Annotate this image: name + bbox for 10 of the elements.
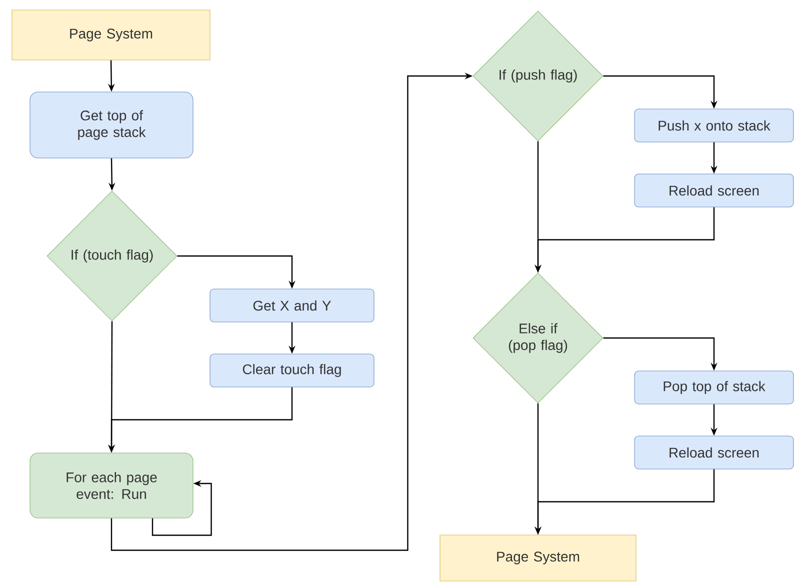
process-box: Clear touch flag (210, 354, 374, 388)
process-box: Reload screen (634, 174, 794, 208)
process-box: Pop top of stack (634, 370, 794, 404)
terminal-box: Page System (12, 10, 210, 60)
process-box: Get X and Y (210, 288, 374, 322)
process-box: For each page event: Run (30, 452, 194, 518)
process-box: Get top of page stack (30, 92, 194, 158)
process-box: Reload screen (634, 436, 794, 470)
terminal-box: Page System (440, 534, 636, 582)
process-box: Push x onto stack (634, 108, 794, 142)
